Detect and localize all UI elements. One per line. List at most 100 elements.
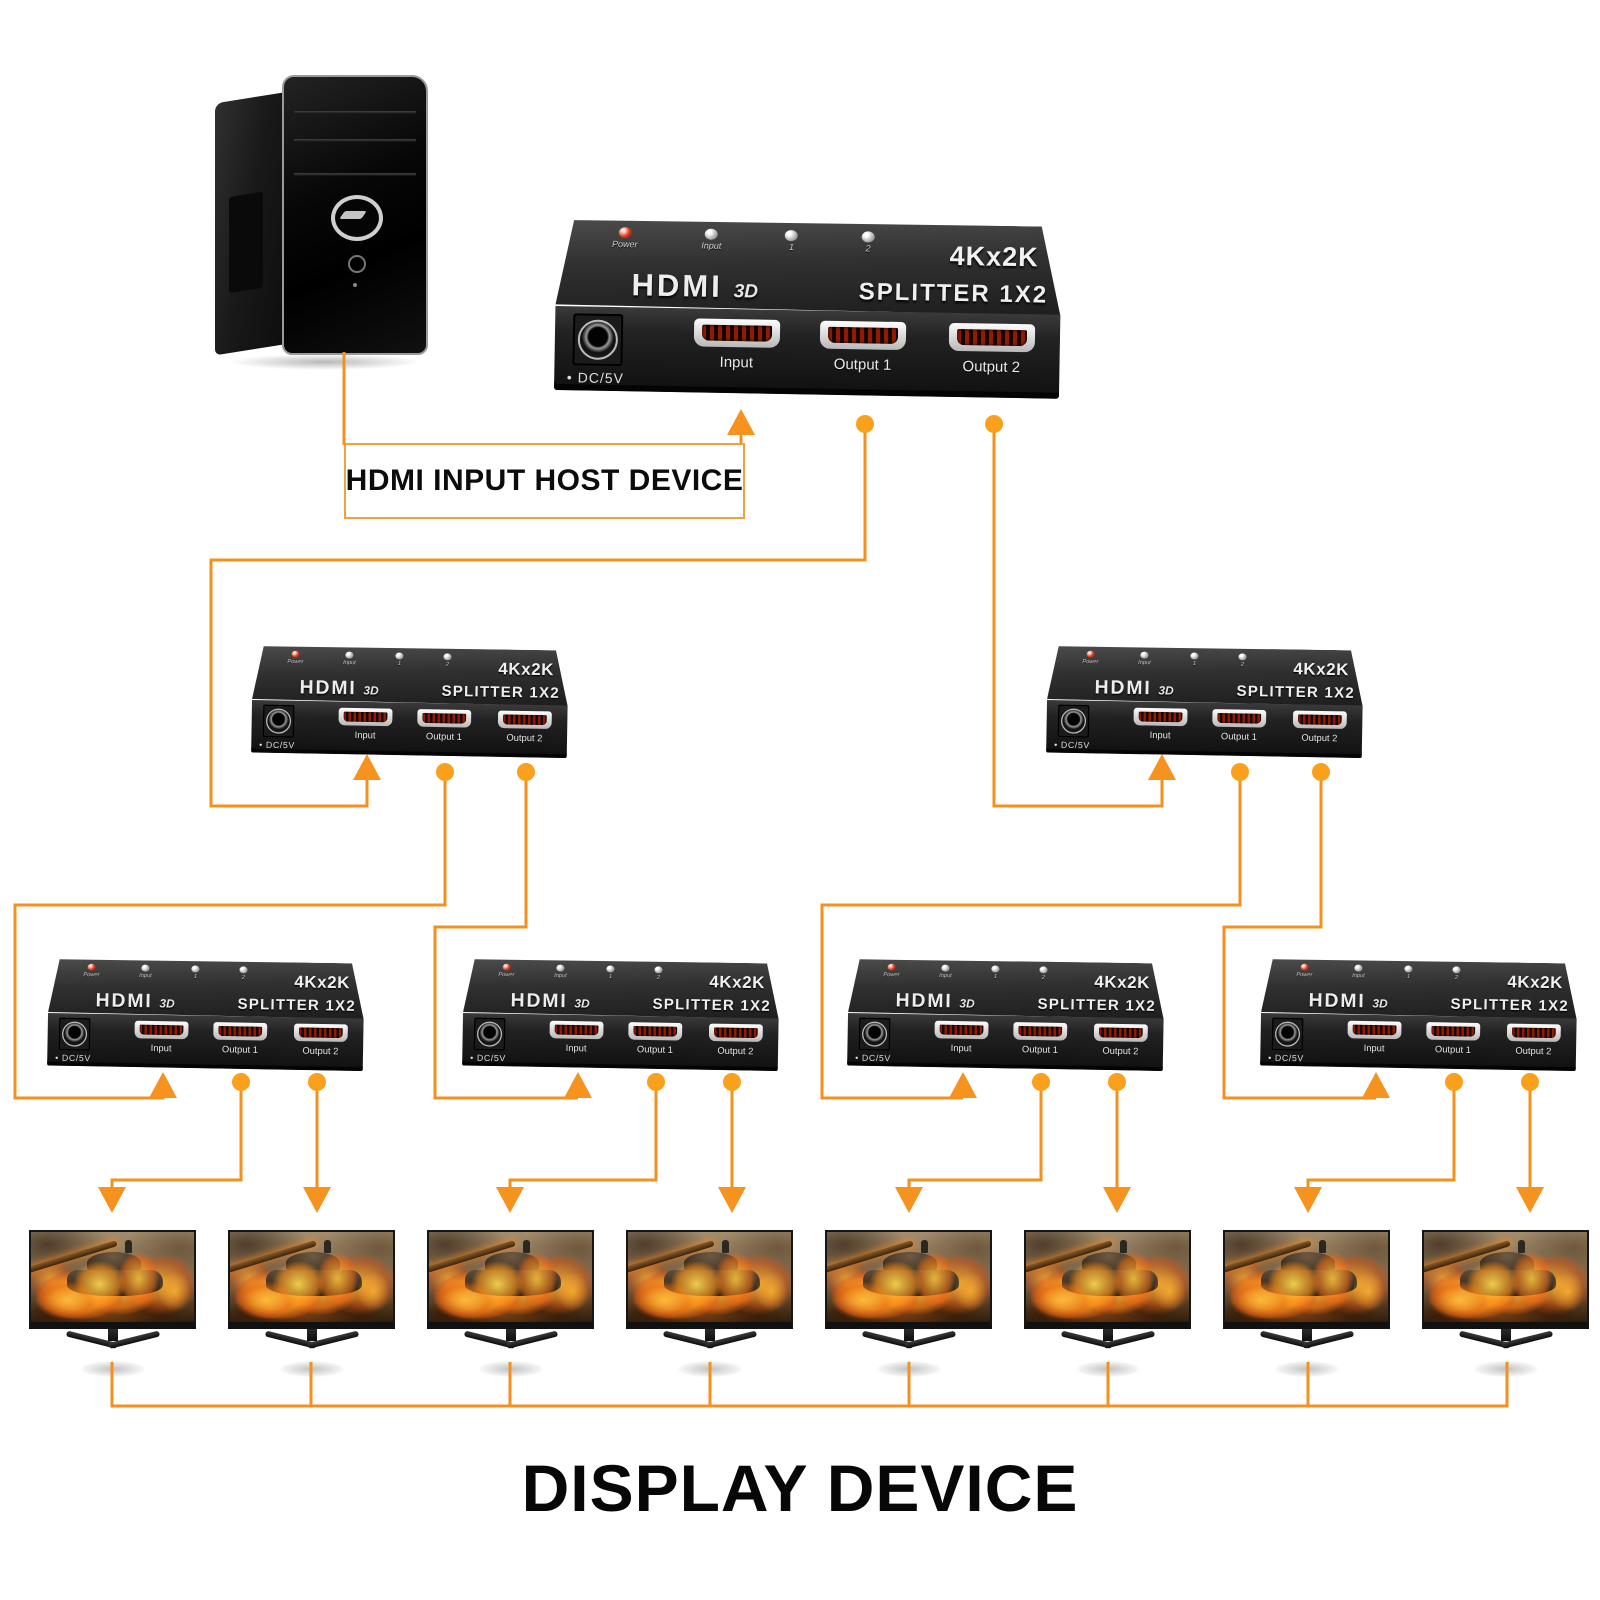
power-led-label: Power <box>883 971 900 978</box>
input-led: Input <box>701 229 721 251</box>
hdmi-port-output1: Output 1 <box>807 320 918 374</box>
power-led-icon <box>1086 651 1094 658</box>
connector-dot-s3-3-out2 <box>1108 1073 1126 1091</box>
display-device-caption: DISPLAY DEVICE <box>0 1450 1600 1526</box>
led-row: Power Input 1 2 <box>612 227 875 254</box>
hdmi-pins-icon <box>502 714 547 726</box>
pc-shadow <box>227 354 422 370</box>
arrowhead-main-input <box>727 409 755 435</box>
output1-port-label: Output 1 <box>1021 1044 1059 1056</box>
monitor-5 <box>825 1230 992 1380</box>
hdmi-port-icon <box>213 1022 268 1041</box>
dc-led-dot: • <box>1268 1052 1272 1063</box>
splitter-front-face: •DC/5V Input Output 1 Output 2 <box>462 1012 779 1071</box>
input-led: Input <box>139 965 152 979</box>
output2-port-label: Output 2 <box>1301 732 1338 744</box>
dc-jack-icon <box>1274 1021 1301 1047</box>
input-led-icon <box>141 965 149 972</box>
dc-label: •DC/5V <box>567 369 624 386</box>
monitor-screen-burning-tank-image <box>427 1230 594 1329</box>
connector-dot-s2-1-out2 <box>517 763 535 781</box>
monitor-row <box>29 1230 1589 1380</box>
dc-label-text: DC/5V <box>1274 1052 1304 1064</box>
arrowhead-monitor-2 <box>303 1187 331 1213</box>
monitor-stand-neck <box>1500 1329 1511 1341</box>
hdmi-pins-icon <box>1018 1025 1063 1037</box>
output1-led-icon <box>1191 652 1199 659</box>
input-led: Input <box>343 652 356 666</box>
hdmi-port-output2: Output 2 <box>490 710 559 744</box>
connector-dot-s3-4-out2 <box>1521 1073 1539 1091</box>
dc-led-dot: • <box>259 739 263 750</box>
hdmi-logo: HDMI <box>631 267 724 304</box>
arrowhead-monitor-3 <box>496 1187 524 1213</box>
output2-led: 2 <box>239 966 247 980</box>
output2-led-icon <box>862 231 875 242</box>
resolution-text: 4Kx2K <box>498 659 555 680</box>
led-row: Power Input 1 2 <box>883 964 1047 981</box>
hdmi-port-output1: Output 1 <box>409 709 478 743</box>
output2-led: 2 <box>862 231 875 253</box>
arrowhead-monitor-7 <box>1294 1187 1322 1213</box>
power-led: Power <box>498 964 514 978</box>
power-led: Power <box>83 964 99 978</box>
hdmi-port-output2: Output 2 <box>1285 710 1354 744</box>
dc-led-dot: • <box>1054 739 1058 750</box>
output2-led-label: 2 <box>1240 660 1245 668</box>
output1-led: 1 <box>785 230 798 252</box>
splitter-top-face: Power Input 1 2 4Kx2K HDMI 3D <box>463 958 780 1019</box>
hdmi-pins-icon <box>1431 1025 1476 1037</box>
input-led-icon <box>941 965 949 972</box>
output2-led: 2 <box>654 966 662 980</box>
dc-label-text: DC/5V <box>861 1052 891 1064</box>
dc-label-text: DC/5V <box>476 1052 506 1064</box>
hdmi-port-input: Input <box>542 1020 611 1055</box>
dc-label-text: DC/5V <box>265 739 295 751</box>
output2-port-label: Output 2 <box>302 1045 339 1057</box>
arrowhead-s3-4-input <box>1362 1072 1390 1098</box>
input-port-label: Input <box>354 729 376 741</box>
output2-port-label: Output 2 <box>717 1045 754 1057</box>
output1-led: 1 <box>1190 652 1198 666</box>
monitor-1 <box>29 1230 196 1380</box>
hdmi-logo: HDMI <box>895 988 953 1012</box>
flames-icon <box>628 1232 791 1322</box>
hdmi-port-icon <box>293 1023 348 1042</box>
splitter-front-face: •DC/5V Input Output 1 Output 2 <box>553 305 1061 399</box>
monitor-screen-burning-tank-image <box>626 1230 793 1329</box>
arrowhead-monitor-8 <box>1516 1187 1544 1213</box>
monitor-stand-base <box>1060 1341 1156 1359</box>
arrowhead-s3-2-input <box>564 1072 592 1098</box>
output2-port-label: Output 2 <box>962 358 1021 377</box>
splitter-top-face: Power Input 1 2 4Kx2K HDMI 3D <box>252 645 569 706</box>
output2-led-label: 2 <box>1041 973 1046 981</box>
pc-tower <box>215 75 430 370</box>
dc-label: •DC/5V <box>470 1052 506 1063</box>
model-text: SPLITTER 1X2 <box>652 995 772 1015</box>
output1-led-icon <box>992 965 1000 972</box>
monitor-reflection <box>279 1361 344 1377</box>
input-led: Input <box>1138 652 1151 666</box>
hdmi-splitter-s3-3: Power Input 1 2 4Kx2K HDMI 3D <box>847 958 1164 1071</box>
model-text: SPLITTER 1X2 <box>237 995 357 1015</box>
arrowhead-monitor-1 <box>98 1187 126 1213</box>
led-row: Power Input 1 2 <box>498 964 662 981</box>
monitor-screen-burning-tank-image <box>1223 1230 1390 1329</box>
monitor-3 <box>427 1230 594 1380</box>
output2-led-label: 2 <box>656 973 661 981</box>
monitor-stand-neck <box>107 1329 118 1341</box>
power-led-label: Power <box>1082 658 1099 665</box>
flames-icon <box>31 1232 194 1322</box>
monitor-8 <box>1422 1230 1589 1380</box>
output2-led-icon <box>1039 966 1047 973</box>
connector-dot-main-out1 <box>856 415 874 433</box>
hdmi-pins-icon <box>1297 714 1342 726</box>
output2-led: 2 <box>1238 653 1246 667</box>
hdmi-pins-icon <box>1217 712 1262 724</box>
connector-dot-s3-4-out1 <box>1445 1073 1463 1091</box>
input-port-label: Input <box>565 1042 587 1054</box>
flames-icon <box>827 1232 990 1322</box>
hdmi-port-output1: Output 1 <box>205 1022 274 1056</box>
dc-power-jack <box>858 1017 891 1051</box>
hdmi-splitter-s3-1: Power Input 1 2 4Kx2K HDMI 3D <box>47 958 364 1071</box>
